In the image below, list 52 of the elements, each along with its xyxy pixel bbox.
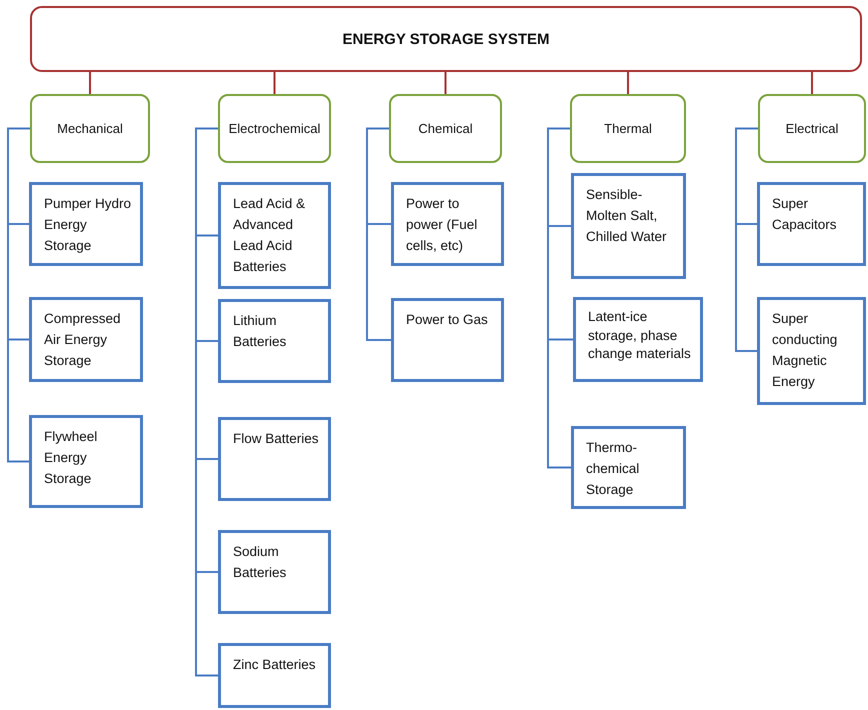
box-label: Flow Batteries [233,430,319,448]
item-box [391,182,504,266]
item-box [29,297,143,382]
connector-line [274,72,276,94]
connector-line [89,72,91,94]
box-label: Super conducting Magnetic Energy [772,310,838,391]
connector-line [366,128,391,341]
box-label: Latent-ice storage, phase change materials [588,308,692,363]
box-label: Lithium Batteries [233,312,288,351]
item-box [29,415,143,508]
category-box [30,94,150,163]
box-label: Super Capacitors [772,195,838,234]
box-label: ENERGY STORAGE SYSTEM [342,30,550,48]
category-box [218,94,331,163]
root-box [30,6,862,72]
item-box [571,173,686,279]
category-box [389,94,502,163]
box-label: Thermo- chemical Storage [586,439,640,499]
box-label: Power to power (Fuel cells, etc) [406,195,478,255]
connector-line [547,128,571,468]
connector-line [7,128,30,462]
item-box [573,297,703,382]
item-box [218,643,331,708]
item-box [757,297,866,405]
connector-line [811,72,813,94]
connector-line [444,72,446,94]
item-box [29,182,143,266]
box-label: Zinc Batteries [233,656,316,674]
box-label: Power to Gas [406,311,488,329]
connector-line [627,72,629,94]
box-label: Flywheel Energy Storage [44,428,98,488]
box-label: Electrochemical [228,121,320,136]
box-label: Compressed Air Energy Storage [44,310,122,370]
connector-line [735,128,758,352]
box-label: Mechanical [57,121,123,136]
item-box [571,426,686,509]
box-label: Chemical [418,121,473,136]
category-box [570,94,686,163]
box-label: Thermal [604,121,652,136]
item-box [218,417,331,501]
item-box [218,530,331,614]
item-box [391,298,504,382]
connector-line [195,128,218,676]
box-label: Sodium Batteries [233,543,288,582]
box-label: Sensible- Molten Salt, Chilled Water [586,186,668,246]
item-box [218,299,331,383]
item-box [757,182,866,266]
item-box [218,182,331,289]
category-box [758,94,866,163]
box-label: Electrical [786,121,838,136]
box-label: Pumper Hydro Energy Storage [44,195,132,255]
box-label: Lead Acid & Advanced Lead Acid Batteries [233,195,306,276]
